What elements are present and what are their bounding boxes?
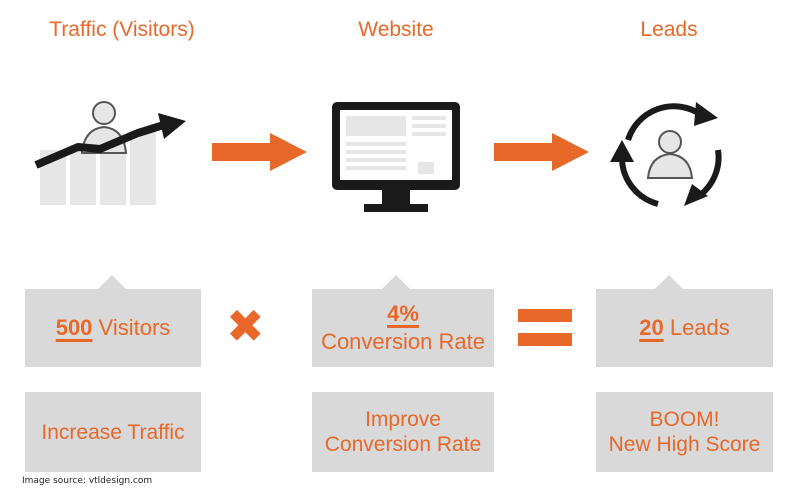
action-line: Conversion Rate	[324, 433, 482, 456]
image-source-caption: Image source: vtldesign.com	[22, 476, 153, 486]
equals-operator	[518, 309, 572, 349]
box-pointer	[655, 275, 683, 289]
action-line: Increase Traffic	[41, 420, 185, 444]
action-line: BOOM!	[649, 408, 720, 431]
action-line: New High Score	[608, 433, 761, 456]
traffic-growth-icon	[30, 95, 190, 210]
box-pointer	[98, 275, 126, 289]
right-arrow-icon	[494, 133, 589, 171]
action-line: Improve	[365, 408, 441, 431]
right-arrow-icon	[212, 133, 307, 171]
multiply-operator: ✖	[226, 300, 265, 352]
increase-traffic-box: Increase Traffic	[25, 392, 201, 472]
conversion-label: Conversion Rate	[321, 329, 485, 354]
visitors-label: Visitors	[98, 315, 171, 340]
leads-metric-box: 20 Leads	[596, 289, 773, 367]
monitor-icon	[330, 100, 462, 215]
conversion-number: 4%	[387, 301, 419, 326]
traffic-title: Traffic (Visitors)	[49, 18, 195, 41]
conversion-metric-box: 4% Conversion Rate	[312, 289, 494, 367]
improve-conversion-box: Improve Conversion Rate	[312, 392, 494, 472]
visitors-number: 500	[55, 315, 93, 340]
website-title: Website	[358, 18, 434, 41]
leads-label: Leads	[669, 315, 730, 340]
leads-number: 20	[639, 315, 664, 340]
high-score-box: BOOM! New High Score	[596, 392, 773, 472]
box-pointer	[382, 275, 410, 289]
visitors-metric-box: 500 Visitors	[25, 289, 201, 367]
lead-cycle-icon	[600, 92, 740, 222]
leads-title: Leads	[640, 18, 698, 41]
